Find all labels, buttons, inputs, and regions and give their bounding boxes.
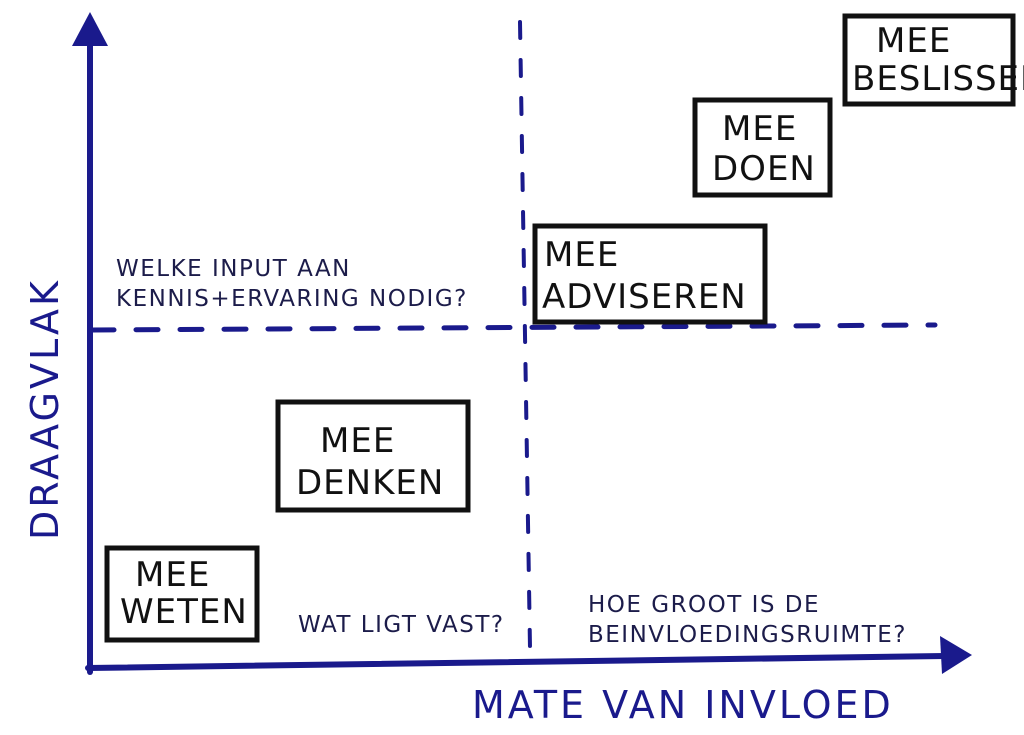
- y-axis-label: DRAAGVLAK: [23, 278, 67, 540]
- box-mee-adviseren-line1: MEE: [544, 235, 619, 275]
- box-mee-weten-line1: MEE: [135, 555, 210, 595]
- box-mee-beslissen: MEE BESLISSEN: [842, 13, 1024, 107]
- y-axis-arrowhead: [72, 12, 108, 46]
- box-mee-doen-frame: [692, 97, 833, 198]
- box-mee-beslissen-frame: [842, 13, 1016, 107]
- note-input-question-line1: WELKE INPUT AAN: [116, 256, 351, 282]
- horizontal-dashed-divider: [89, 322, 938, 333]
- box-mee-denken-line1: MEE: [320, 421, 395, 461]
- x-axis-line: [85, 653, 948, 671]
- box-mee-weten-line2: WETEN: [120, 592, 248, 632]
- note-input-question-line2: KENNIS+ERVARING NODIG?: [116, 286, 468, 312]
- box-mee-beslissen-line2: BESLISSEN: [852, 59, 1024, 99]
- box-mee-weten-frame: [104, 545, 260, 643]
- note-fixed-question: WAT LIGT VAST?: [298, 612, 505, 638]
- x-axis-arrowhead: [940, 636, 972, 674]
- box-mee-beslissen-line1: MEE: [876, 21, 951, 61]
- box-mee-doen-line2: DOEN: [712, 149, 816, 189]
- box-mee-adviseren-line2: ADVISEREN: [542, 277, 747, 317]
- x-axis-label: MATE VAN INVLOED: [472, 683, 894, 727]
- box-mee-adviseren: MEE ADVISEREN: [532, 223, 768, 325]
- box-mee-denken: MEE DENKEN: [275, 399, 471, 513]
- note-space-question-line1: HOE GROOT IS DE: [588, 592, 820, 618]
- note-space-question-line2: BEINVLOEDINGSRUIMTE?: [588, 622, 907, 648]
- box-mee-denken-line2: DENKEN: [296, 463, 444, 503]
- box-mee-doen: MEE DOEN: [692, 97, 833, 198]
- box-mee-weten: MEE WETEN: [104, 545, 260, 643]
- box-mee-doen-line1: MEE: [722, 109, 797, 149]
- vertical-dashed-divider: [518, 20, 532, 650]
- box-mee-denken-frame: [275, 399, 471, 513]
- box-mee-adviseren-frame: [532, 223, 768, 325]
